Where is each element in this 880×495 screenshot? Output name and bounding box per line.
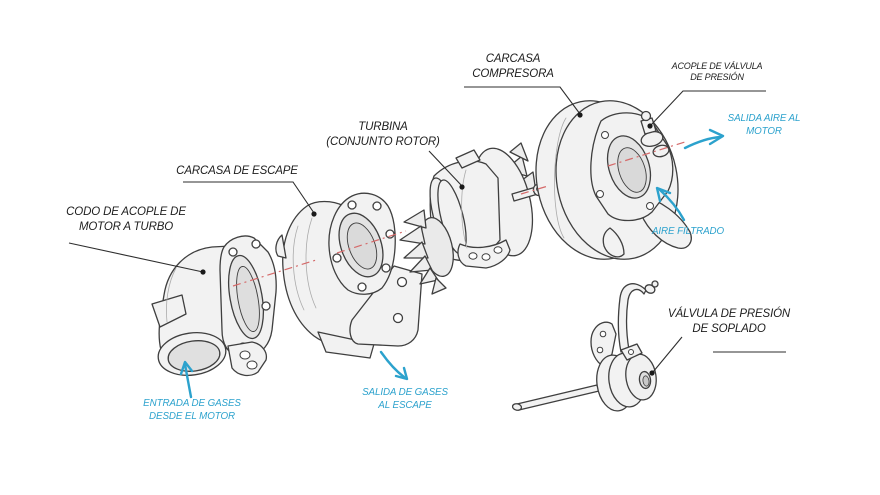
pressure-valve-part-drawing (511, 280, 659, 412)
air-out-arrow (683, 128, 725, 150)
label-gas-out: SALIDA DE GASES AL ESCAPE (362, 387, 448, 412)
label-exhaust-housing: CARCASA DE ESCAPE (176, 164, 298, 179)
label-elbow-line2: MOTOR A TURBO (78, 221, 174, 233)
actuator-rod (516, 384, 600, 411)
label-valve-coupling-line1: ACOPLE DE VÁLVULA (671, 61, 763, 71)
leader-lines (68, 86, 786, 376)
label-filtered-air: AIRE FILTRADO (652, 226, 724, 239)
leader-valve-coupling (647, 90, 766, 129)
valve-coupling-fitting (640, 110, 670, 158)
label-blowoff-valve: VÁLVULA DE PRESIÓN DE SOPLADO (668, 307, 790, 337)
label-gas-in: ENTRADA DE GASES DESDE EL MOTOR (143, 398, 241, 423)
leader-exhaust-housing (183, 181, 317, 217)
label-elbow: CODO DE ACOPLE DE MOTOR A TURBO (66, 205, 186, 235)
elbow-part-drawing (151, 235, 277, 377)
cartridge-top-tab (455, 149, 481, 169)
label-turbine-line1: TURBINA (358, 121, 408, 133)
label-valve-coupling-line2: DE PRESIÓN (690, 72, 744, 82)
gas-out-arrow (379, 350, 409, 381)
exhaust-ear (275, 234, 287, 259)
label-elbow-line1: CODO DE ACOPLE DE (66, 206, 186, 218)
label-blowoff-valve-line1: VÁLVULA DE PRESIÓN (667, 308, 791, 320)
leader-compressor-housing (464, 86, 583, 118)
label-blowoff-valve-line2: DE SOPLADO (692, 323, 766, 335)
elbow-side-tab (151, 294, 187, 328)
compressor-housing-part-drawing (535, 100, 692, 260)
label-gas-out-line1: SALIDA DE GASES (362, 387, 448, 398)
label-air-out-line2: MOTOR (746, 125, 782, 137)
label-turbine: TURBINA (CONJUNTO ROTOR) (326, 120, 440, 150)
filtered-air-arrow (655, 186, 686, 222)
turbine-cartridge-part-drawing (399, 142, 544, 295)
actuator-hose (617, 283, 647, 353)
label-turbine-line2: (CONJUNTO ROTOR) (326, 136, 440, 148)
flow-arrows (179, 128, 725, 399)
leader-blowoff-valve (649, 336, 786, 376)
label-gas-out-line2: AL ESCAPE (378, 399, 432, 411)
label-exhaust-housing-line1: CARCASA DE ESCAPE (176, 165, 298, 177)
leader-turbine (428, 150, 465, 190)
compressor-bottom-tab (602, 227, 625, 258)
label-gas-in-line2: DESDE EL MOTOR (149, 410, 235, 422)
label-air-out: SALIDA AIRE AL MOTOR (728, 113, 801, 138)
gas-in-arrow (179, 360, 194, 399)
exhaust-housing-part-drawing (275, 192, 423, 359)
assembly-centerline (232, 140, 689, 287)
label-compressor-housing-line1: CARCASA (485, 53, 541, 65)
label-compressor-housing: CARCASA COMPRESORA (472, 52, 554, 82)
label-compressor-housing-line2: COMPRESORA (472, 68, 554, 80)
label-filtered-air-line1: AIRE FILTRADO (651, 226, 725, 237)
label-air-out-line1: SALIDA AIRE AL (727, 113, 801, 124)
leader-elbow (68, 242, 206, 275)
label-valve-coupling: ACOPLE DE VÁLVULA DE PRESIÓN (672, 61, 763, 83)
label-gas-in-line1: ENTRADA DE GASES (143, 398, 241, 409)
